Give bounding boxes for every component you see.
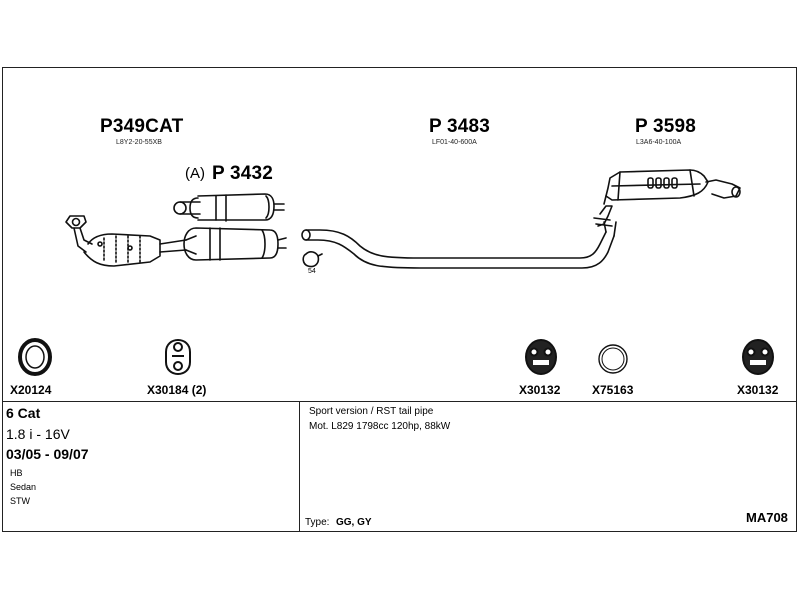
body-type: Sedan (10, 482, 37, 492)
note-line: Mot. L829 1798cc 120hp, 88kW (309, 421, 451, 432)
divider-vertical (299, 401, 300, 531)
part-number-cat: P349CAT (100, 116, 184, 137)
part-ref-rear-silencer: L3A6-40-100A (636, 139, 682, 146)
model-code: MA708 (746, 510, 788, 525)
body-type: STW (10, 496, 30, 506)
body-type: HB (10, 468, 23, 478)
cat-count: 6 Cat (6, 405, 41, 421)
variant-marker: (A) (185, 165, 205, 182)
rear-silencer-drawing[interactable] (593, 169, 741, 237)
fitting-code: X20124 (10, 383, 52, 397)
rubber-mount-icon (742, 339, 774, 375)
middle-pipe-drawing[interactable] (301, 229, 615, 269)
note-line: Sport version / RST tail pipe (309, 406, 434, 417)
diagram-sheet (2, 67, 797, 532)
catalytic-converter-drawing[interactable] (65, 215, 187, 267)
rubber-hanger-icon (165, 338, 191, 376)
part-ref-cat: L8Y2-20-55XB (116, 139, 162, 146)
part-number-rear-silencer: P 3598 (635, 116, 697, 137)
part-ref-middle-pipe: LF01-40-600A (432, 139, 477, 146)
part-number-middle-pipe: P 3483 (429, 116, 491, 137)
engine-spec: 1.8 i - 16V (6, 426, 70, 442)
fitting-code: X30184 (2) (147, 383, 207, 397)
type-value: GG, GY (336, 517, 372, 528)
divider-horizontal (3, 401, 796, 402)
front-pipe-drawing[interactable] (173, 193, 287, 261)
clamp-label: 54 (308, 268, 316, 275)
fitting-code: X30132 (519, 383, 561, 397)
production-years: 03/05 - 09/07 (6, 446, 89, 462)
rubber-mount-icon (525, 339, 557, 375)
ring-gasket-icon (18, 338, 52, 376)
fitting-code: X75163 (592, 383, 634, 397)
part-number-front-pipe: P 3432 (212, 163, 274, 184)
fitting-code: X30132 (737, 383, 779, 397)
type-label: Type: (305, 517, 330, 528)
thin-ring-icon (598, 344, 628, 374)
